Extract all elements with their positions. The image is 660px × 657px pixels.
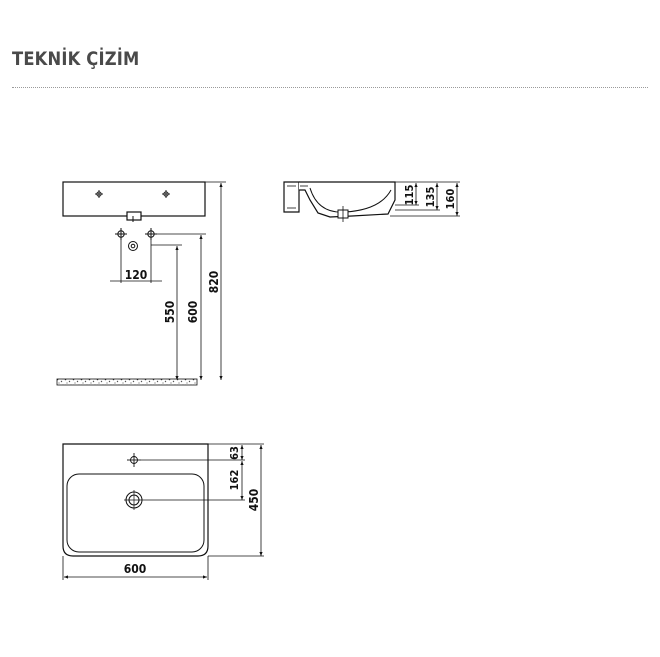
dim-drain-offset: 162 bbox=[228, 470, 241, 491]
front-view bbox=[56, 181, 226, 386]
page-title: TEKNİK ÇİZİM bbox=[12, 48, 140, 70]
basin-front-body bbox=[62, 181, 206, 217]
dim-tap-hole-offset: 63 bbox=[228, 446, 241, 460]
top-view bbox=[62, 443, 264, 580]
waste-outlet bbox=[126, 211, 142, 221]
dim-supply-height: 600 bbox=[186, 301, 200, 324]
title-divider bbox=[12, 87, 648, 88]
dim-inner-height: 135 bbox=[424, 187, 437, 208]
tap-hole-marker bbox=[95, 190, 103, 198]
dim-tap-spacing: 120 bbox=[125, 268, 148, 282]
waste-connection bbox=[128, 241, 138, 251]
wall-bracket bbox=[283, 181, 300, 213]
dim-width: 600 bbox=[124, 562, 147, 576]
basin-top-bowl bbox=[66, 473, 205, 553]
drain-hole bbox=[124, 490, 144, 510]
tap-hole-marker bbox=[162, 190, 170, 198]
dim-bowl-depth: 115 bbox=[403, 185, 416, 206]
tap-hole bbox=[127, 453, 141, 467]
dim-total-depth: 160 bbox=[444, 189, 457, 210]
dim-waste-height: 550 bbox=[163, 301, 177, 324]
supply-valve-left bbox=[115, 228, 127, 240]
dim-depth: 450 bbox=[247, 489, 261, 512]
floor-hatch bbox=[56, 378, 198, 386]
side-view bbox=[283, 181, 460, 222]
dim-total-height: 820 bbox=[207, 271, 221, 294]
